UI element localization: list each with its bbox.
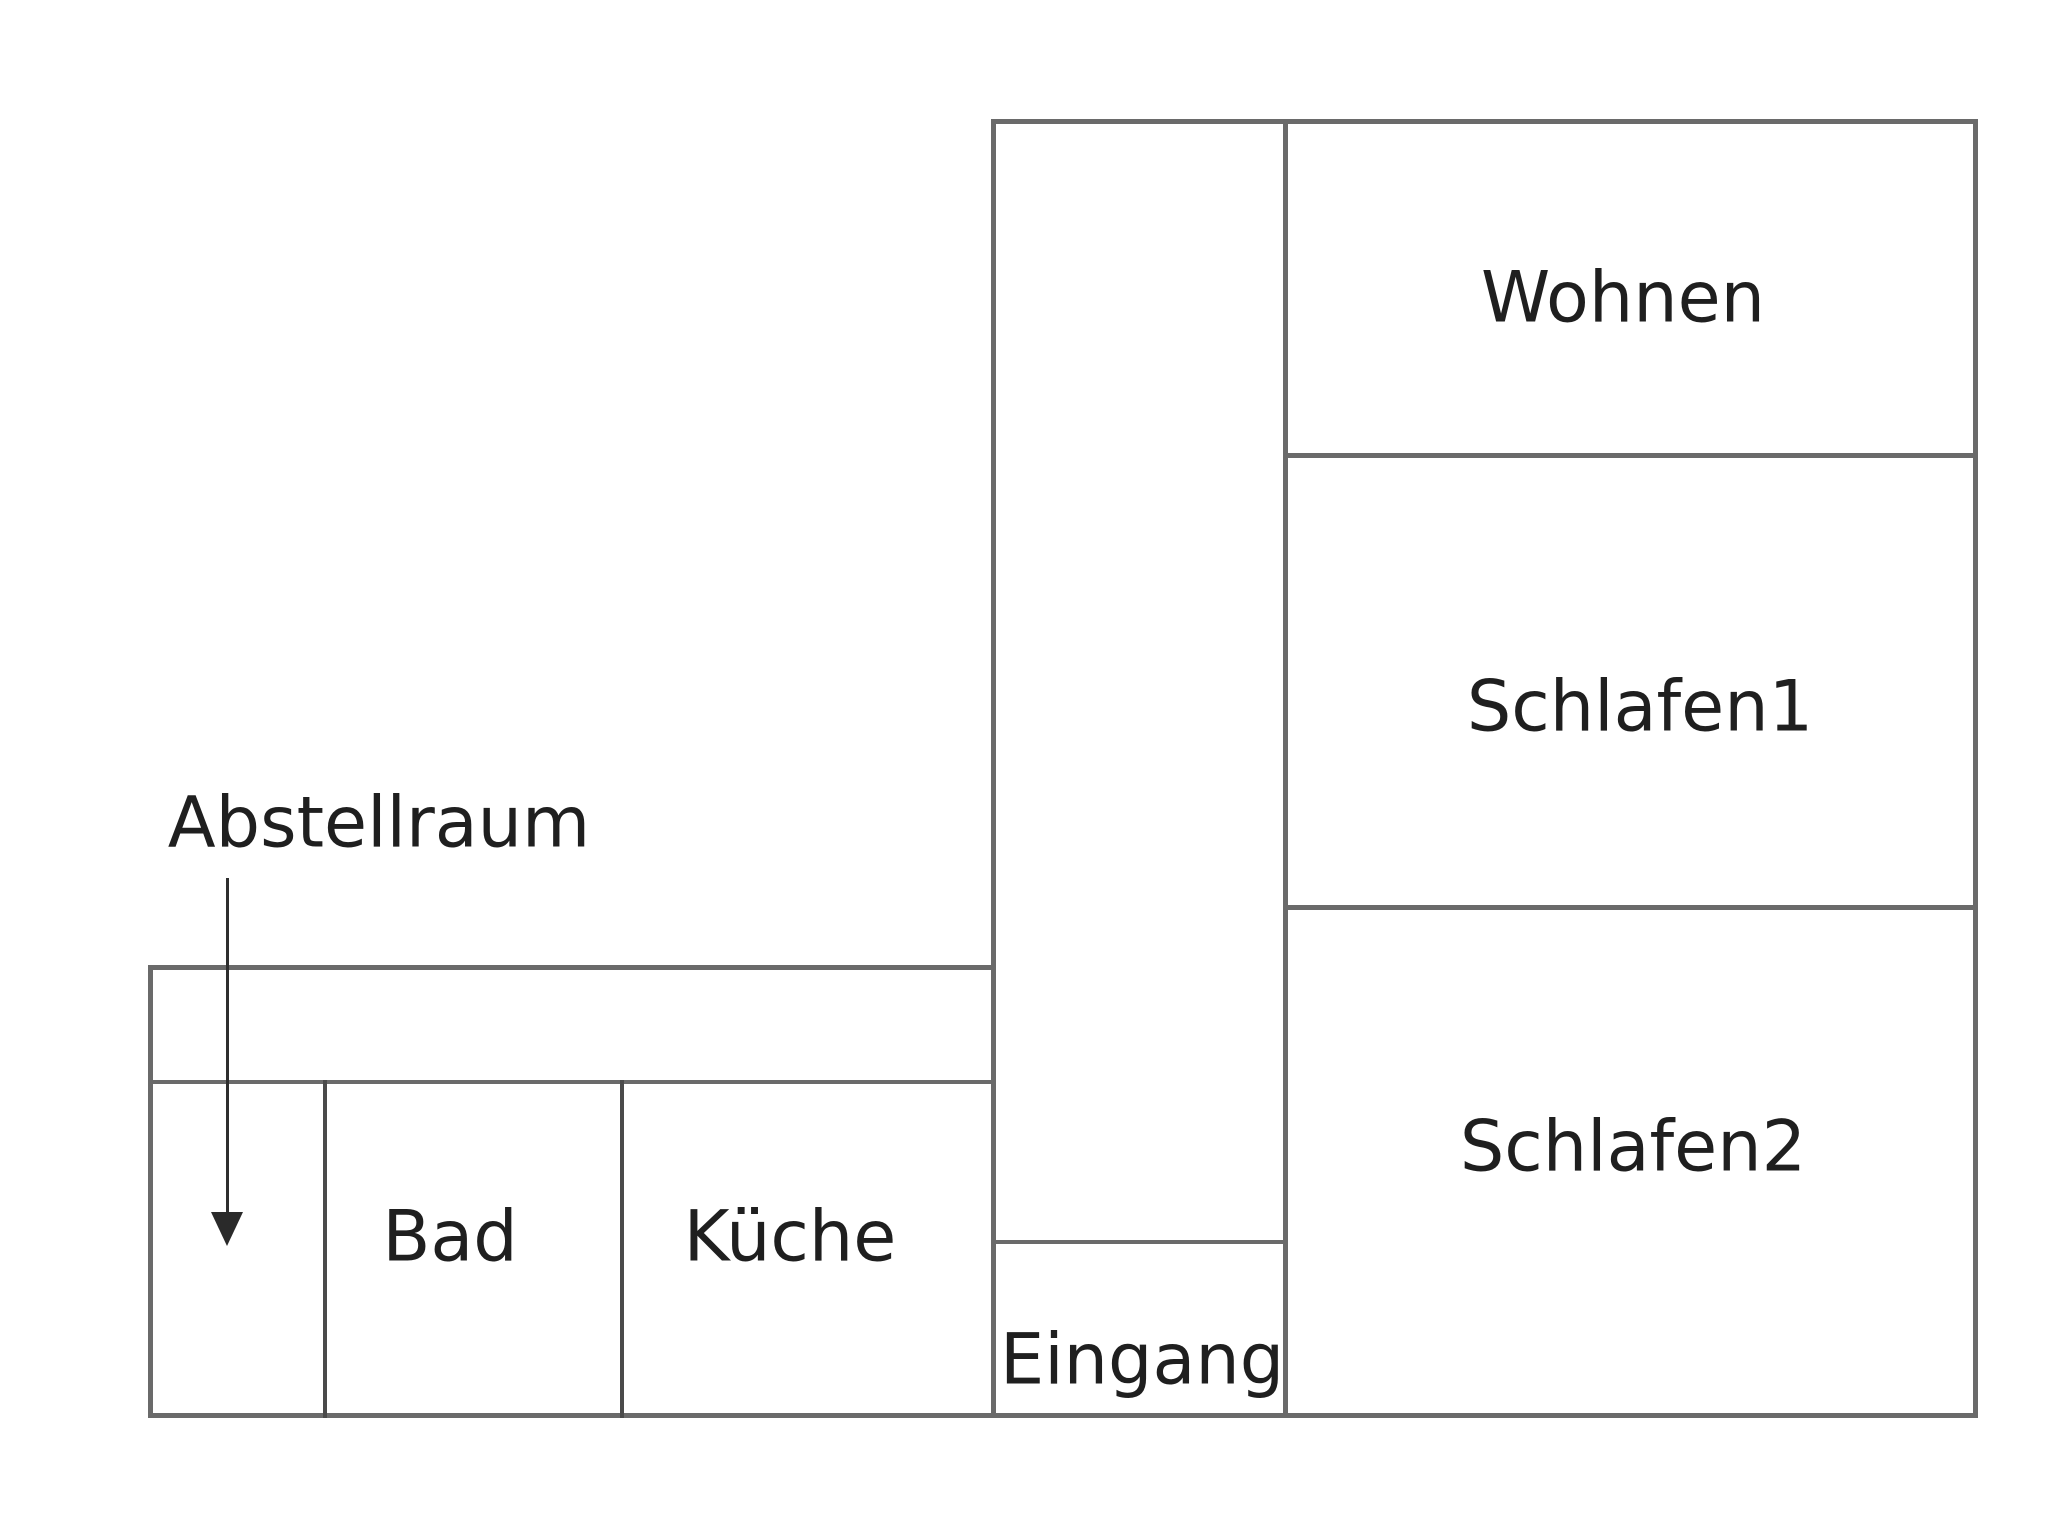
- wall-wing-rooms-top: [148, 1080, 996, 1084]
- wall-corridor-right: [1283, 119, 1288, 1418]
- arrow-down-icon: [211, 1212, 243, 1246]
- wall-corridor-left: [991, 119, 996, 1418]
- wall-bad-kueche-divider: [620, 1080, 624, 1418]
- room-label-schlafen1: Schlafen1: [1466, 665, 1814, 748]
- room-label-bad: Bad: [382, 1195, 518, 1278]
- wall-top: [991, 119, 1978, 124]
- wall-wohnen-schlafen1-divider: [1283, 453, 1978, 458]
- wall-bottom: [148, 1413, 1978, 1418]
- wall-storage-bad-divider: [323, 1080, 327, 1418]
- room-label-eingang: Eingang: [1000, 1318, 1285, 1401]
- wall-eingang-top: [991, 1240, 1288, 1244]
- annotation-label-abstellraum: Abstellraum: [167, 781, 591, 864]
- wall-schlafen1-schlafen2-divider: [1283, 905, 1978, 910]
- room-label-wohnen: Wohnen: [1480, 256, 1766, 339]
- wall-right: [1973, 119, 1978, 1418]
- room-label-schlafen2: Schlafen2: [1459, 1105, 1807, 1188]
- abstellraum-arrow-line: [226, 878, 229, 1216]
- wall-wing-top: [148, 965, 996, 970]
- room-label-kueche: Küche: [683, 1195, 897, 1278]
- wall-left: [148, 965, 153, 1418]
